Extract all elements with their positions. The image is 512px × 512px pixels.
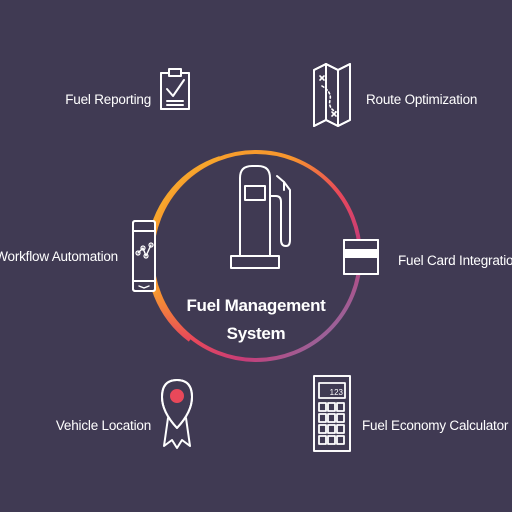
center-title: Fuel Management System: [176, 292, 336, 348]
label-fuel-card-integration: Fuel Card Integration: [398, 253, 512, 268]
calculator-key: [327, 402, 336, 412]
label-route-optimization: Route Optimization: [366, 92, 478, 107]
smartphone-workflow-icon: [132, 220, 156, 292]
folded-map-route-icon: [313, 63, 351, 127]
credit-card-icon: [343, 239, 379, 275]
calculator-key: [318, 435, 327, 445]
calculator-key: [336, 435, 345, 445]
center-title-line2: System: [226, 324, 286, 343]
calculator-key: [327, 424, 336, 434]
calculator-key: [336, 402, 345, 412]
calculator-icon: [313, 375, 351, 452]
calculator-key: [318, 413, 327, 423]
calculator-key: [327, 435, 336, 445]
calculator-key: [336, 413, 345, 423]
clipboard-checklist-icon: [160, 68, 190, 110]
calculator-display-text: 123: [330, 388, 344, 397]
map-pin-icon: [161, 379, 193, 449]
calculator-key: [327, 413, 336, 423]
label-fuel-reporting: Fuel Reporting: [65, 92, 151, 107]
calculator-key: [318, 424, 327, 434]
label-workflow-automation: Workflow Automation: [0, 249, 118, 264]
fuel-pump-icon: [230, 165, 291, 269]
label-fuel-economy-calculator: Fuel Economy Calculator: [362, 418, 509, 433]
calculator-key: [336, 424, 345, 434]
center-title-line1: Fuel Management: [186, 296, 326, 315]
label-vehicle-location: Vehicle Location: [55, 418, 151, 433]
calculator-key: [318, 402, 327, 412]
